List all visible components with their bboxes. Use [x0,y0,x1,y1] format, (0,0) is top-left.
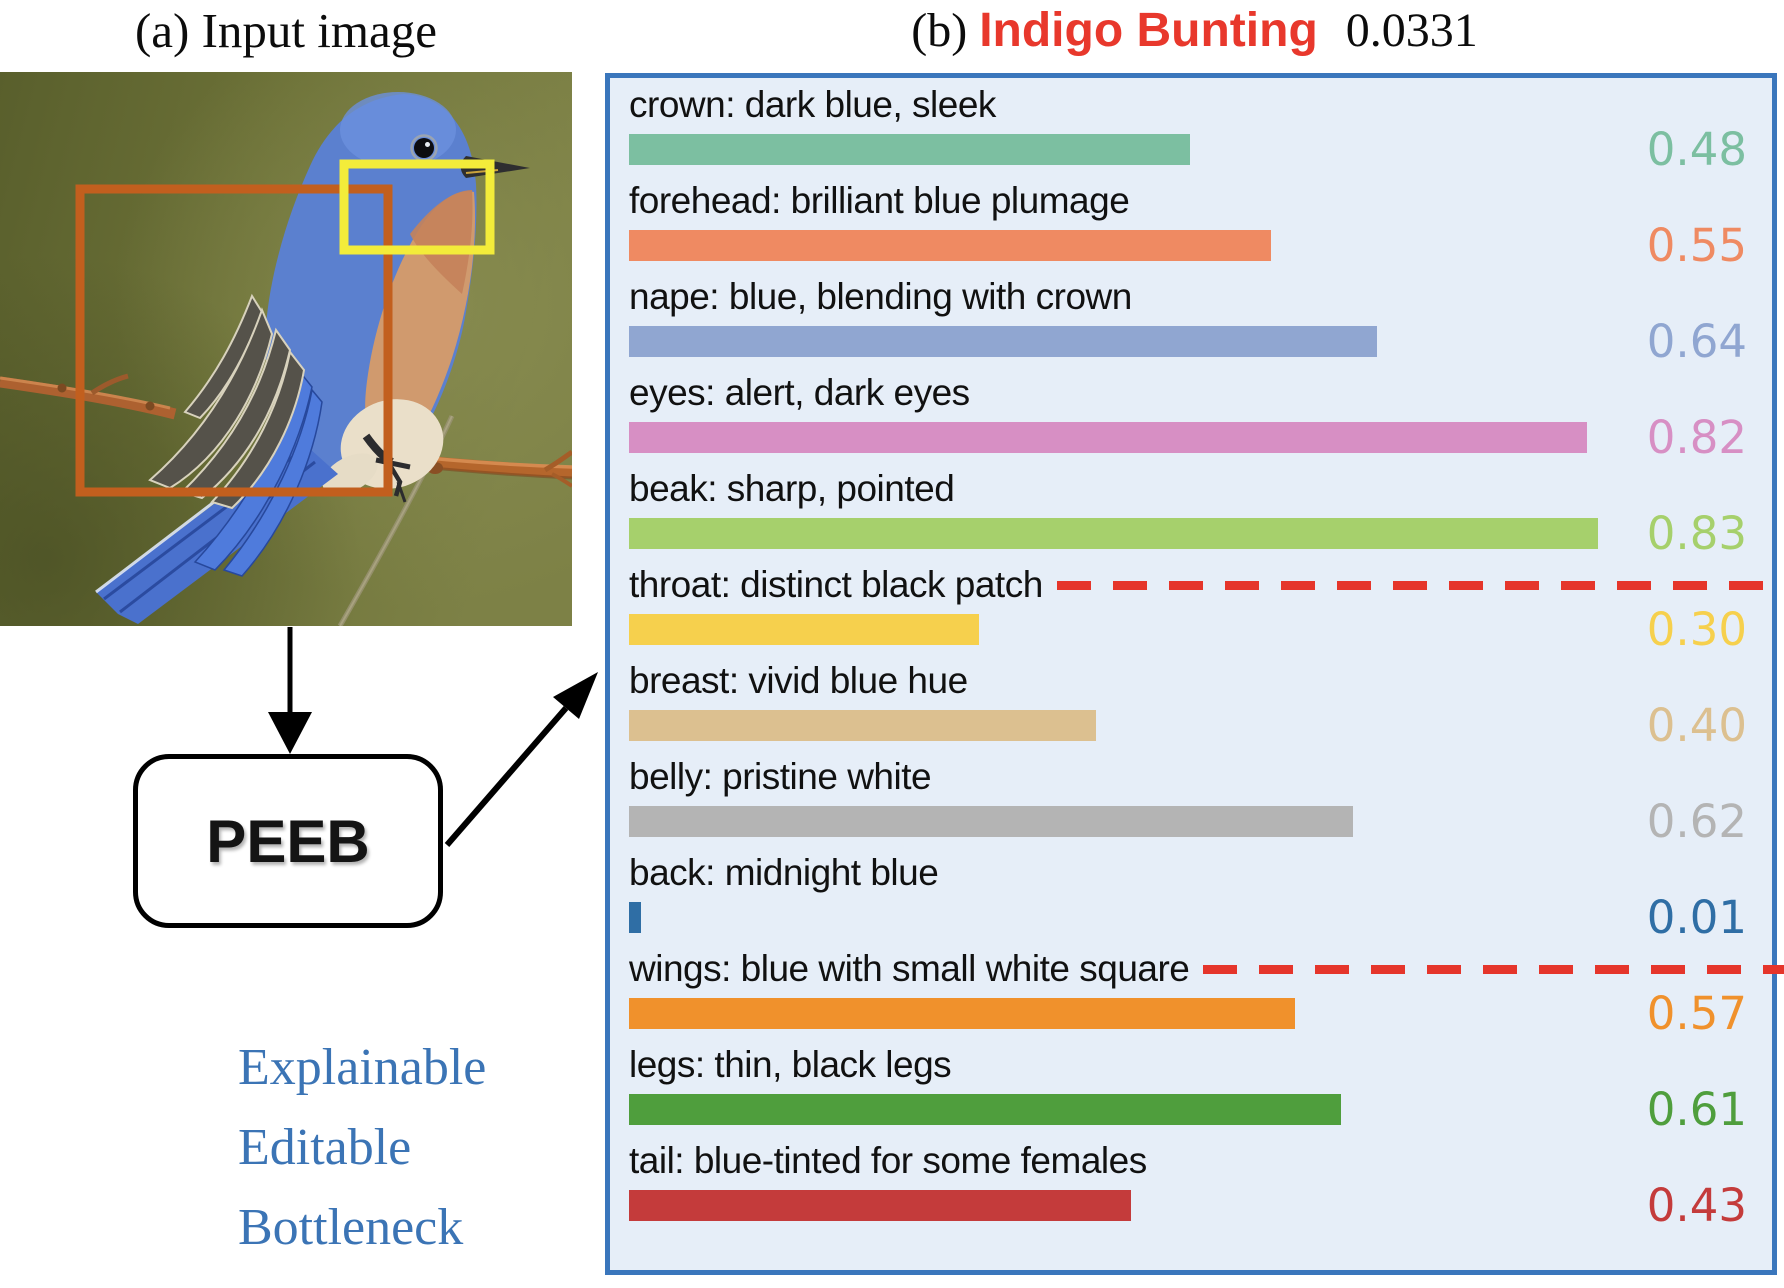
bar-row: belly: pristine white 0.62 [629,752,1772,848]
score-value: 0.64 [1646,315,1747,368]
bar-row: legs: thin, black legs 0.61 [629,1040,1772,1136]
bird-eye [414,138,434,158]
orange-box [75,184,393,497]
caption-line-bottleneck: Bottleneck [238,1199,464,1256]
part-label: forehead: brilliant blue plumage [629,180,1130,221]
peeb-caption: Explainable Editable Bottleneck [238,1028,486,1268]
score-value: 0.61 [1646,1083,1747,1136]
score-bar [629,326,1377,357]
part-label: back: midnight blue [629,852,939,893]
peeb-to-panel-arrow [444,672,598,847]
yellow-box [339,159,495,255]
part-label: breast: vivid blue hue [629,660,968,701]
bar-row: throat: distinct black patch 0.30 [629,560,1784,656]
score-bar [629,422,1587,453]
score-value: 0.57 [1646,987,1747,1040]
score-value: 0.62 [1646,795,1747,848]
part-label: belly: pristine white [629,756,932,797]
bar-row: beak: sharp, pointed 0.83 [629,464,1772,560]
score-value: 0.30 [1646,603,1747,656]
input-image [0,72,572,626]
score-bar [629,134,1190,165]
score-value: 0.43 [1646,1179,1747,1232]
panel-b-title: (b)Indigo Bunting 0.0331 [605,0,1784,64]
part-label: throat: distinct black patch [629,564,1043,605]
peeb-box: PEEB [133,754,443,928]
bar-row: eyes: alert, dark eyes 0.82 [629,368,1772,464]
score-value: 0.40 [1646,699,1747,752]
part-label: crown: dark blue, sleek [629,84,996,125]
edit-dashed-line [1203,964,1784,974]
bar-row: crown: dark blue, sleek 0.48 [629,80,1772,176]
part-label: tail: blue-tinted for some females [629,1140,1147,1181]
bar-row: breast: vivid blue hue 0.40 [629,656,1772,752]
score-bar [629,614,980,645]
part-label: wings: blue with small white square [629,948,1190,989]
part-label: eyes: alert, dark eyes [629,372,970,413]
part-label: legs: thin, black legs [629,1044,952,1085]
score-value: 0.01 [1646,891,1747,944]
caption-line-editable: Editable [238,1119,412,1176]
bar-row: tail: blue-tinted for some females 0.43 [629,1136,1772,1232]
score-value: 0.55 [1646,219,1747,272]
panel-b-prefix: (b) [911,4,968,57]
bar-row: wings: blue with small white square 0.57 [629,944,1784,1040]
score-bar [629,518,1599,549]
score-bar [629,230,1272,261]
bar-row: back: midnight blue 0.01 [629,848,1772,944]
bar-row: nape: blue, blending with crown 0.64 [629,272,1772,368]
part-label: nape: blue, blending with crown [629,276,1132,317]
image-to-peeb-arrow [268,627,312,754]
panel-a-title: (a) Input image [134,3,438,58]
score-value: 0.82 [1646,411,1747,464]
score-value: 0.83 [1646,507,1747,560]
caption-line-explainable: Explainable [238,1039,487,1096]
score-bar [629,710,1097,741]
bar-row: forehead: brilliant blue plumage 0.55 [629,176,1772,272]
score-bar [629,806,1354,837]
score-bar [629,902,641,933]
score-value: 0.48 [1646,123,1747,176]
predicted-class-score: 0.0331 [1345,4,1478,57]
part-label: beak: sharp, pointed [629,468,955,509]
score-bar [629,1190,1132,1221]
score-bar [629,1094,1342,1125]
predicted-class-name: Indigo Bunting [979,4,1318,57]
edit-dashed-line [1056,580,1784,590]
score-bar [629,998,1295,1029]
